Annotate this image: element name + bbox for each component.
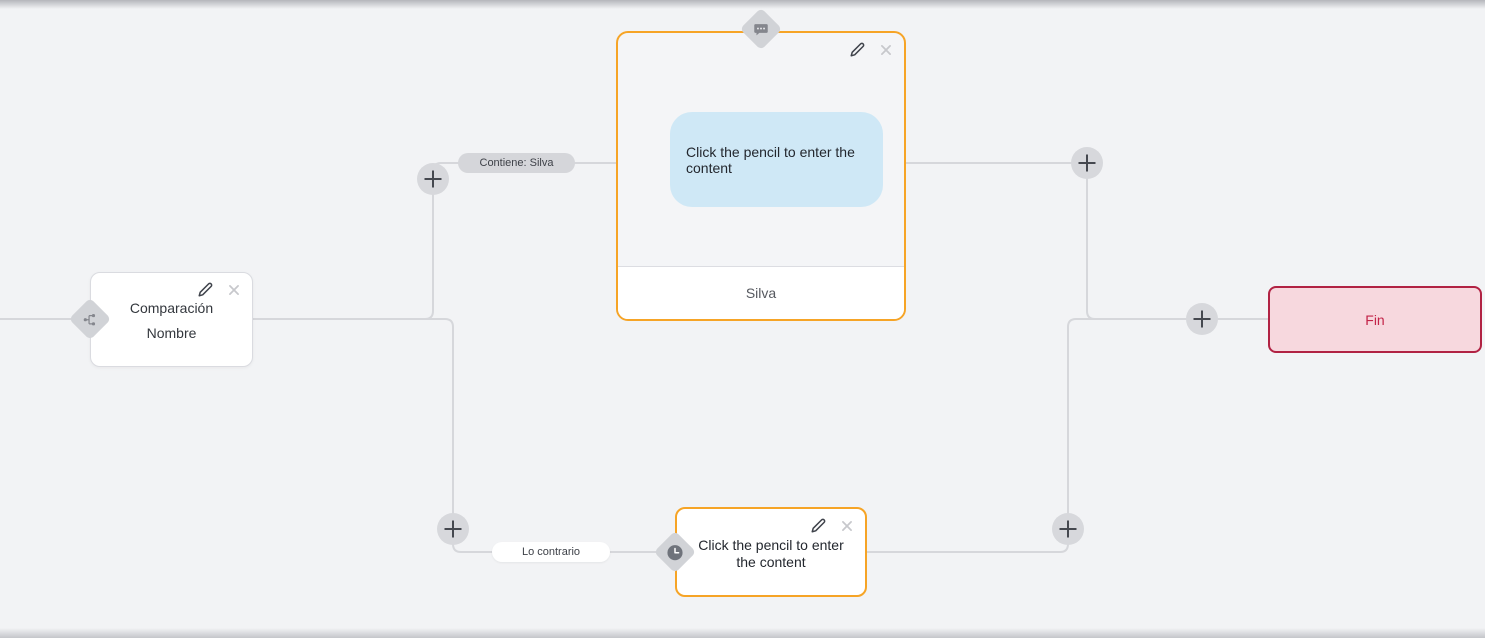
message-placeholder-text: Click the pencil to enter the content: [686, 143, 855, 176]
delete-button[interactable]: [840, 519, 854, 533]
add-step-button-after-delay[interactable]: [1052, 513, 1084, 545]
add-step-button-false-branch[interactable]: [437, 513, 469, 545]
condition-node-title: Comparación Nombre: [129, 300, 214, 341]
plus-icon: [417, 163, 449, 195]
end-node-label: Fin: [1365, 311, 1385, 328]
pencil-icon: [811, 518, 826, 533]
message-node[interactable]: Click the pencil to enter the content Si…: [616, 31, 906, 321]
edge-label-text: Lo contrario: [521, 546, 581, 558]
plus-icon: [1071, 147, 1103, 179]
edge-label-text: Contiene: Silva: [479, 157, 554, 169]
plus-icon: [1052, 513, 1084, 545]
pencil-icon: [198, 282, 213, 297]
edit-button[interactable]: [850, 42, 865, 57]
condition-node[interactable]: Comparación Nombre: [90, 272, 253, 367]
close-icon: [881, 44, 891, 55]
add-step-button-before-end[interactable]: [1186, 303, 1218, 335]
clock-icon: [667, 544, 684, 561]
add-step-button-true-branch[interactable]: [417, 163, 449, 195]
connector-to-end: [1086, 163, 1269, 320]
edge-label-condition-false: Lo contrario: [492, 542, 610, 562]
delay-type-badge: [653, 530, 697, 574]
delete-button[interactable]: [227, 283, 241, 297]
message-footer-label: Silva: [745, 285, 777, 301]
delay-placeholder-text: Click the pencil to enter the content: [698, 537, 844, 570]
message-type-badge: [739, 7, 783, 51]
branch-icon: [83, 312, 98, 327]
plus-icon: [1186, 303, 1218, 335]
connector-delay-out: [866, 318, 1100, 553]
connector-condition-false: [253, 318, 661, 553]
close-icon: [229, 284, 239, 295]
add-step-button-after-message[interactable]: [1071, 147, 1103, 179]
message-node-footer: Silva: [618, 266, 904, 319]
delay-node[interactable]: Click the pencil to enter the content: [675, 507, 867, 597]
edge-label-condition-true: Contiene: Silva: [458, 153, 575, 173]
condition-type-badge: [68, 297, 112, 341]
message-icon: [754, 22, 769, 37]
close-icon: [842, 520, 852, 531]
plus-icon: [437, 513, 469, 545]
node-actions: [198, 282, 241, 297]
delete-button[interactable]: [879, 43, 893, 57]
pencil-icon: [850, 42, 865, 57]
end-node[interactable]: Fin: [1268, 286, 1482, 353]
message-bubble: Click the pencil to enter the content: [670, 112, 883, 207]
edit-button[interactable]: [811, 518, 826, 533]
edit-button[interactable]: [198, 282, 213, 297]
node-actions: [850, 42, 893, 57]
node-actions: [811, 518, 854, 533]
